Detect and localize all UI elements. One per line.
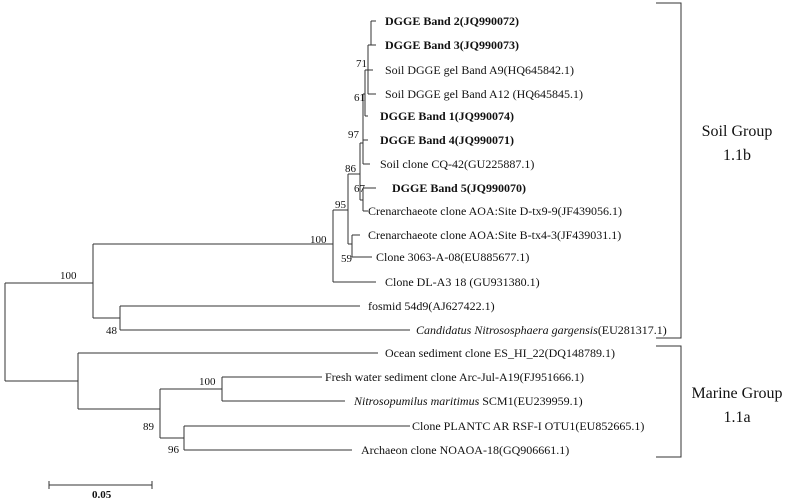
- bootstrap-67: 67: [354, 183, 366, 195]
- leaf-btx4: Crenarchaeote clone AOA:Site B-tx4-3(JF4…: [368, 228, 621, 242]
- bootstrap-86: 86: [345, 163, 357, 175]
- leaf-candidatus-accession: (EU281317.1): [598, 323, 667, 337]
- soil-group-label: Soil Group: [702, 123, 773, 140]
- leaf-a9: Soil DGGE gel Band A9(HQ645842.1): [385, 63, 574, 77]
- leaf-ocean: Ocean sediment clone ES_HI_22(DQ148789.1…: [385, 346, 615, 360]
- leaf-a12: Soil DGGE gel Band A12 (HQ645845.1): [385, 87, 583, 101]
- leaf-labels: DGGE Band 2(JQ990072) DGGE Band 3(JQ9900…: [325, 14, 667, 457]
- leaf-dgge2: DGGE Band 2(JQ990072): [385, 14, 519, 28]
- leaf-fosmid: fosmid 54d9(AJ627422.1): [368, 299, 495, 313]
- leaf-noaoa: Archaeon clone NOAOA-18(GQ906661.1): [361, 443, 569, 457]
- leaf-dgge4: DGGE Band 4(JQ990071): [380, 133, 514, 147]
- bootstrap-95: 95: [335, 199, 347, 211]
- leaf-candidatus-italic: Candidatus Nitrososphaera gargensis: [416, 323, 598, 337]
- marine-group-label: Marine Group: [691, 385, 782, 402]
- leaf-nitrosopumilus-italic: Nitrosopumilus maritimus: [353, 394, 480, 408]
- bootstrap-48: 48: [106, 325, 118, 337]
- soil-group-number: 1.1b: [723, 147, 751, 164]
- bootstrap-96: 96: [168, 444, 180, 456]
- bootstrap-71: 71: [356, 58, 367, 70]
- bootstrap-89: 89: [143, 421, 155, 433]
- scale-bar-label: 0.05: [92, 489, 112, 501]
- leaf-fresh: Fresh water sediment clone Arc-Jul-A19(F…: [325, 370, 584, 384]
- bootstrap-100-soil-inner: 100: [310, 234, 327, 246]
- leaf-nitrosopumilus-accession: SCM1(EU239959.1): [479, 394, 582, 408]
- bootstrap-61: 61: [354, 92, 365, 104]
- bootstrap-values: 71 61 97 86 67 95 100 59 100 48 100 89 9…: [60, 58, 367, 456]
- group-brackets: Soil Group 1.1b Marine Group 1.1a: [656, 2, 783, 458]
- leaf-dgge3: DGGE Band 3(JQ990073): [385, 38, 519, 52]
- leaf-plantc: Clone PLANTC AR RSF-I OTU1(EU852665.1): [412, 419, 644, 433]
- leaf-dtx9: Crenarchaeote clone AOA:Site D-tx9-9(JF4…: [368, 204, 622, 218]
- scale-bar: 0.05: [48, 481, 153, 501]
- leaf-candidatus: Candidatus Nitrososphaera gargensis(EU28…: [416, 323, 667, 337]
- tree-branches: [4, 20, 410, 451]
- marine-group-number: 1.1a: [723, 409, 750, 426]
- marine-group-bracket: [656, 345, 682, 458]
- leaf-dgge1: DGGE Band 1(JQ990074): [380, 109, 514, 123]
- soil-group-bracket: [656, 2, 682, 339]
- leaf-dla3: Clone DL-A3 18 (GU931380.1): [385, 275, 540, 289]
- leaf-nitrosopumilus: Nitrosopumilus maritimus SCM1(EU239959.1…: [353, 394, 583, 408]
- bootstrap-59: 59: [341, 253, 353, 265]
- leaf-3063: Clone 3063-A-08(EU885677.1): [376, 250, 529, 264]
- bootstrap-97: 97: [348, 129, 360, 141]
- leaf-dgge5: DGGE Band 5(JQ990070): [392, 181, 526, 195]
- bootstrap-100-marine: 100: [199, 376, 216, 388]
- leaf-cq42: Soil clone CQ-42(GU225887.1): [380, 157, 534, 171]
- bootstrap-100-soil-root: 100: [60, 270, 77, 282]
